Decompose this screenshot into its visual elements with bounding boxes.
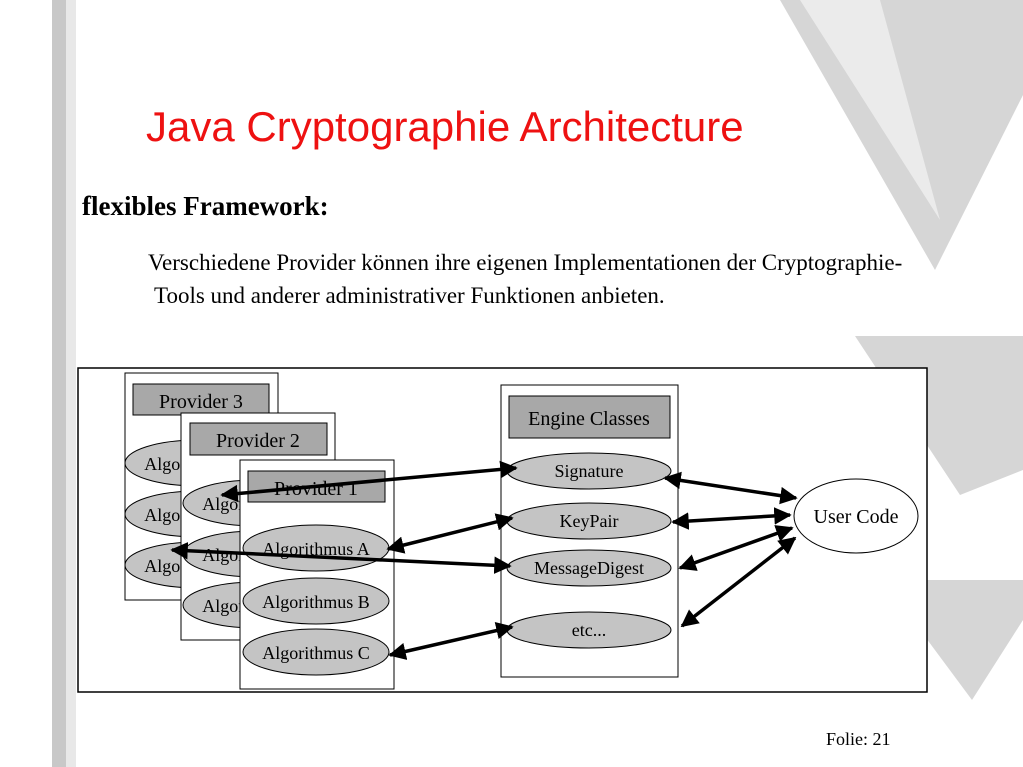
arrow-provider3-messagedigest <box>170 542 512 574</box>
engine-messagedigest-label: MessageDigest <box>534 558 644 578</box>
arrow-signature-usercode <box>663 471 798 505</box>
user-code-node <box>793 478 919 554</box>
triangle-top-shade <box>800 0 940 220</box>
user-code-label: User Code <box>814 506 899 528</box>
provider-1-algorithm-c-label: Algorithmus C <box>262 643 370 663</box>
provider-1: Provider 1 Algorithmus A Algorithmus B A… <box>239 459 395 690</box>
arrow-provider2-signature <box>220 460 518 503</box>
provider-1-algorithm-b <box>242 577 390 625</box>
engine-classes: Engine Classes Signature KeyPair Message… <box>500 384 679 678</box>
arrow-provider1c-etc <box>388 621 514 661</box>
provider-3-label: Provider 3 <box>159 391 243 413</box>
arrow-etc-usercode <box>680 536 797 628</box>
left-stripe-dark <box>52 0 66 767</box>
connection-arrows <box>170 460 798 661</box>
provider-3-header <box>132 383 270 416</box>
engine-etc-label: etc... <box>572 620 606 640</box>
page-title: Java Cryptographie Architecture <box>146 103 744 150</box>
engine-keypair-label: KeyPair <box>560 511 619 531</box>
engine-signature-label: Signature <box>555 461 624 481</box>
slide-number: Folie: 21 <box>826 729 891 749</box>
provider-1-algorithm-b-label: Algorithmus B <box>262 592 370 612</box>
engine-classes-header <box>508 395 671 439</box>
arrow-keypair-usercode <box>671 507 792 530</box>
left-stripe-light <box>66 0 76 767</box>
engine-classes-label: Engine Classes <box>528 408 650 430</box>
provider-2-header <box>189 422 328 456</box>
body-text: Verschiedene Provider können ihre eigene… <box>148 250 903 308</box>
provider-2-label: Provider 2 <box>216 430 300 452</box>
subtitle: flexibles Framework: <box>82 191 329 221</box>
